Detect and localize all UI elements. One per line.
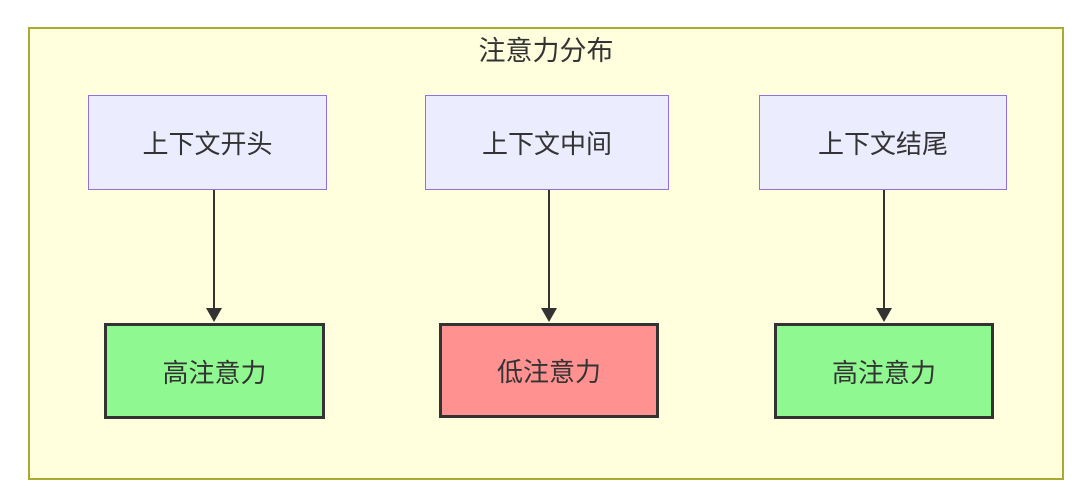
cluster-attention-distribution: 注意力分布 上下文开头 上下文中间 上下文结尾 高注意力 — [28, 27, 1064, 480]
cluster-title: 注意力分布 — [478, 36, 614, 66]
node-high-attention-1: 高注意力 — [104, 323, 325, 419]
node-high-attention-1-label: 高注意力 — [162, 357, 267, 388]
arrow-context-middle-to-low-attention — [541, 190, 557, 322]
node-context-end-label: 上下文结尾 — [817, 129, 948, 159]
node-context-end: 上下文结尾 — [759, 95, 1007, 190]
node-context-start-label: 上下文开头 — [142, 129, 273, 159]
node-high-attention-2-label: 高注意力 — [831, 357, 936, 388]
node-context-middle: 上下文中间 — [425, 95, 669, 190]
node-low-attention: 低注意力 — [439, 323, 659, 418]
arrow-context-start-to-high-attention — [206, 190, 222, 322]
node-low-attention-label: 低注意力 — [496, 357, 601, 387]
node-high-attention-2: 高注意力 — [774, 323, 994, 419]
node-context-start: 上下文开头 — [88, 95, 327, 190]
node-context-middle-label: 上下文中间 — [481, 129, 612, 159]
arrow-context-end-to-high-attention — [876, 190, 892, 322]
